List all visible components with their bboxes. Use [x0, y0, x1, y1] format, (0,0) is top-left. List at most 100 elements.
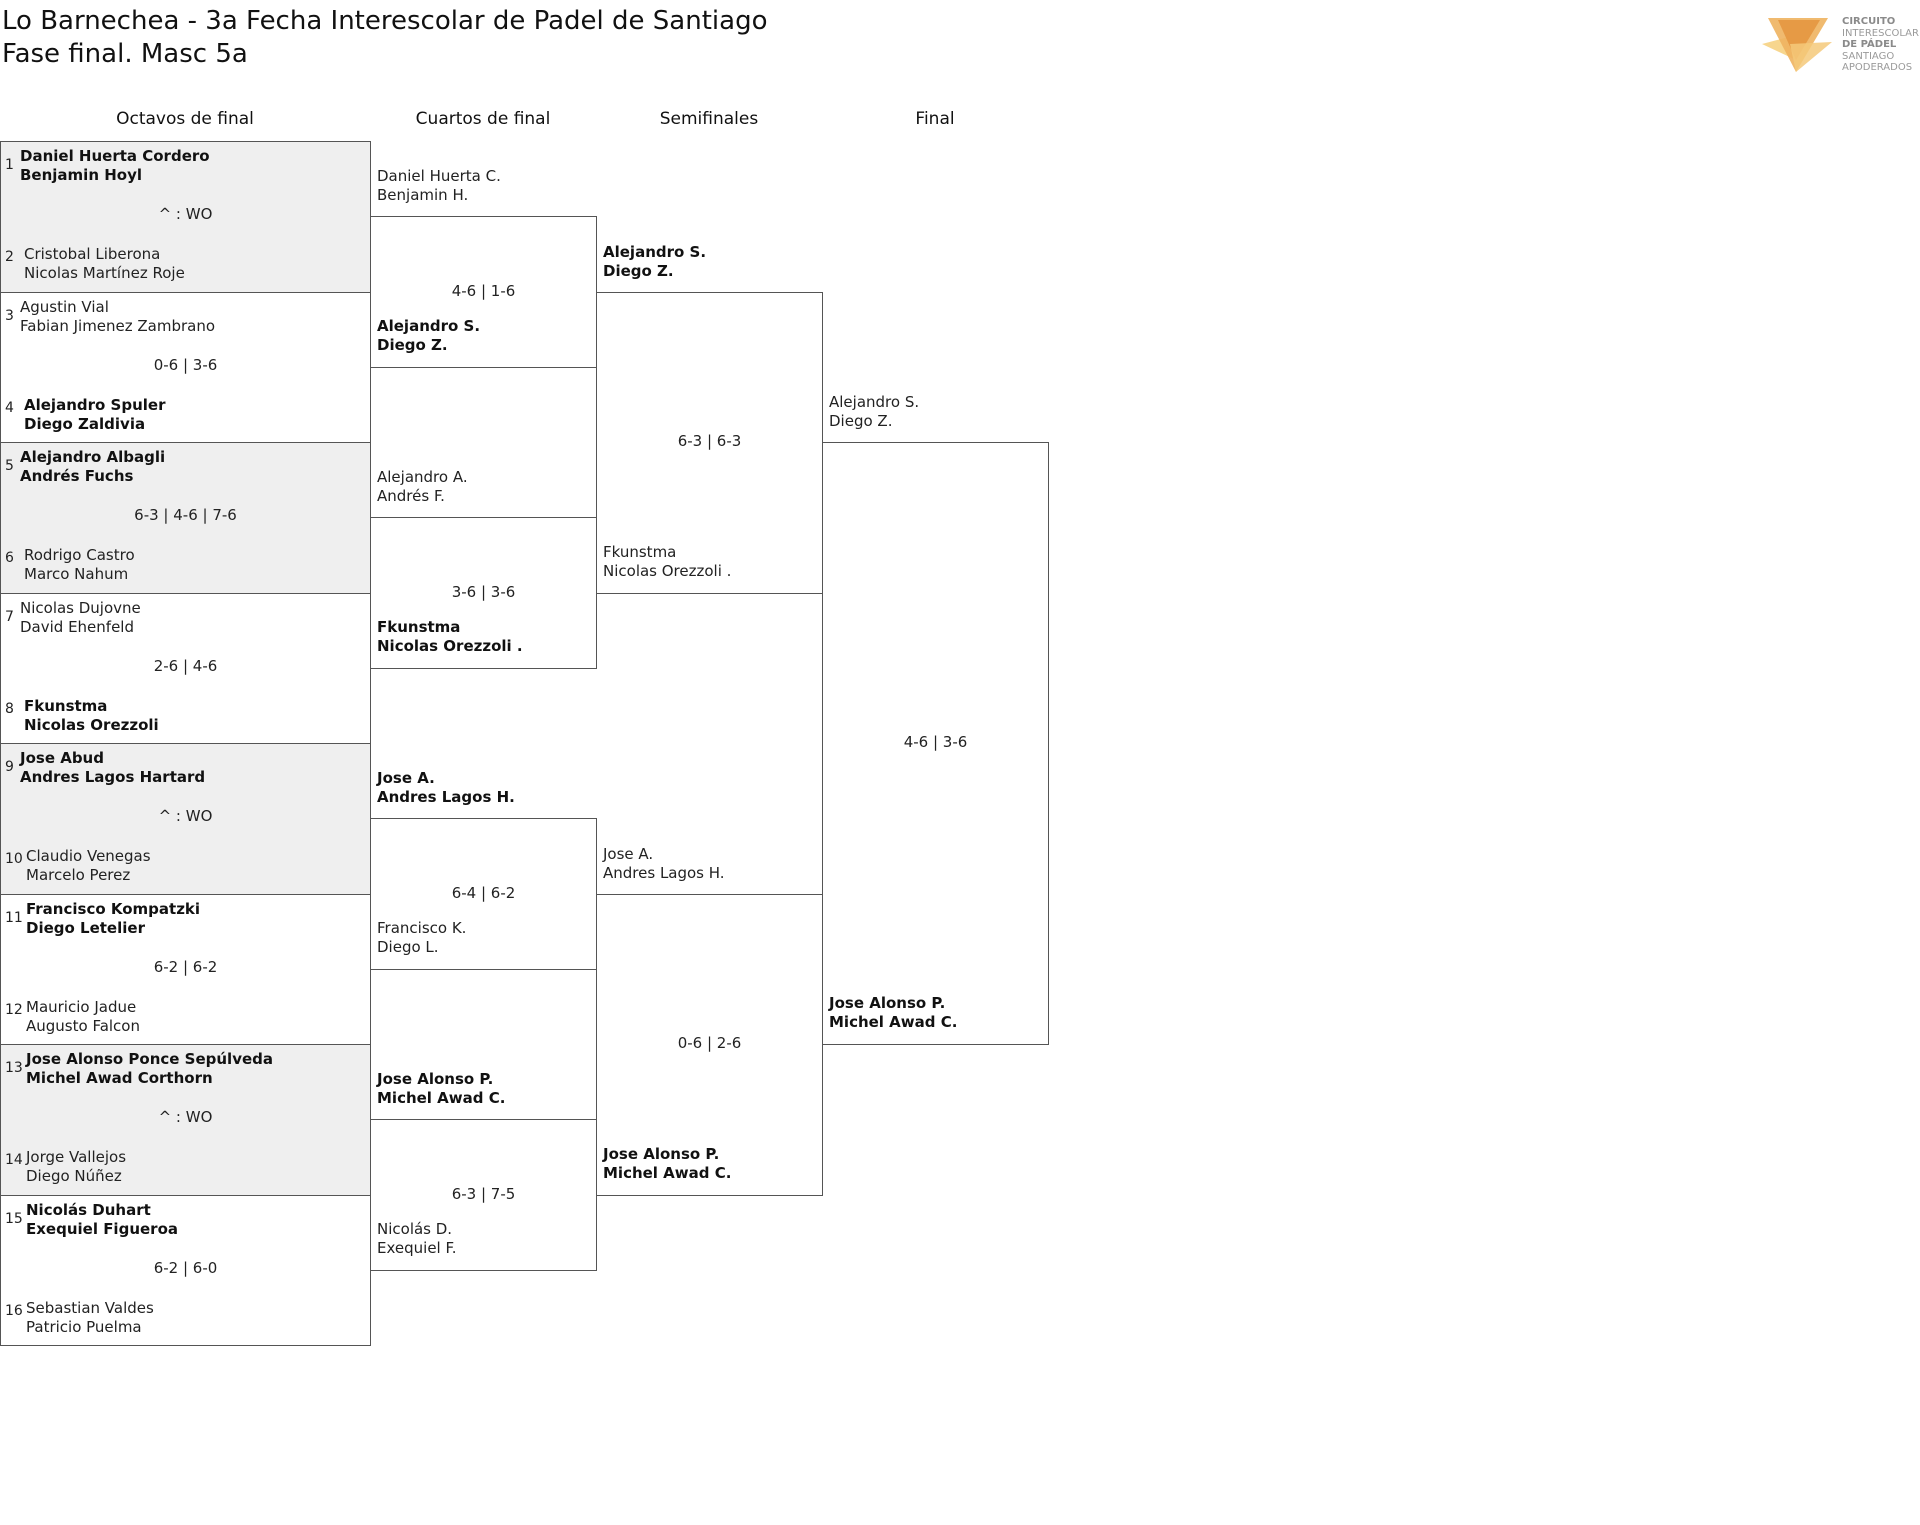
logo-text: CIRCUITO INTERESCOLAR DE PÁDEL SANTIAGO …	[1842, 16, 1919, 73]
r16-score: 6-2 | 6-0	[153, 1258, 218, 1277]
sf-score: 6-3 | 6-3	[677, 432, 742, 450]
player-1: Jose Abud	[20, 749, 104, 767]
final-team-bot: Jose Alonso P.Michel Awad C.	[829, 994, 957, 1032]
player-2: Andrés F.	[377, 487, 445, 506]
player-2: Marcelo Perez	[26, 866, 131, 884]
player-1: Jose Alonso P.	[603, 1144, 720, 1163]
r16-score: 6-3 | 4-6 | 7-6	[134, 506, 237, 524]
seed-number: 7	[5, 608, 14, 625]
player-2: Nicolas Martínez Roje	[24, 264, 185, 282]
seed-number: 6	[5, 550, 14, 566]
player-1: Alejandro S.	[377, 316, 481, 335]
r16-score: 0-6 | 3-6	[153, 355, 218, 374]
sf-team-bot: Jose Alonso P.Michel Awad C.	[603, 1145, 731, 1183]
fox-logo-icon	[1762, 18, 1832, 72]
player-1: Alejandro Spuler	[24, 395, 166, 414]
seed-number: 14	[5, 1152, 23, 1168]
player-2: Patricio Puelma	[26, 1317, 142, 1336]
r16-score: ^ : WO	[158, 807, 213, 825]
qf-score: 6-4 | 6-2	[451, 883, 516, 902]
player-1: Daniel Huerta Cordero	[20, 147, 210, 165]
player-1: Nicolás Duhart	[26, 1200, 151, 1219]
player-1: Fkunstma	[603, 542, 677, 561]
qf-team-bot: Francisco K.Diego L.	[377, 919, 466, 957]
r16-match-box	[0, 1044, 371, 1196]
player-1: Jose Alonso P.	[377, 1070, 494, 1089]
player-1: Fkunstma	[24, 696, 108, 715]
seed-number: 13	[5, 1060, 23, 1076]
seed-number: 5	[5, 458, 14, 474]
r16-match-box	[0, 743, 371, 895]
player-2: Fabian Jimenez Zambrano	[20, 316, 216, 335]
round-header-octavos: Octavos de final	[116, 109, 254, 129]
qf-team-top: Jose A.Andres Lagos H.	[377, 769, 515, 807]
player-1: Rodrigo Castro	[24, 546, 135, 564]
player-1: Fkunstma	[377, 617, 461, 636]
player-1: Claudio Venegas	[26, 847, 151, 865]
final-score: 4-6 | 3-6	[903, 733, 968, 751]
player-2: Diego Zaldivia	[24, 414, 146, 433]
page-subtitle: Fase final. Masc 5a	[2, 39, 248, 69]
qf-team-bot: Nicolás D.Exequiel F.	[377, 1220, 456, 1258]
player-1: Jose A.	[603, 844, 654, 863]
player-2: Diego L.	[377, 937, 439, 956]
player-2: Diego Letelier	[26, 918, 145, 937]
player-2: Diego Núñez	[26, 1167, 122, 1185]
seed-number: 9	[5, 759, 14, 775]
final-match-box	[822, 442, 1049, 1045]
sf-team-top: Alejandro S.Diego Z.	[603, 243, 706, 281]
seed-number: 8	[5, 700, 14, 717]
round-header-semis: Semifinales	[659, 109, 759, 129]
qf-team-top: Daniel Huerta C.Benjamin H.	[377, 167, 501, 205]
seed-number: 4	[5, 399, 14, 416]
seed-number: 1	[5, 157, 14, 173]
round-header-final: Final	[915, 109, 955, 129]
r16-score: ^ : WO	[158, 205, 213, 223]
player-2: Michel Awad C.	[603, 1163, 732, 1182]
sf-team-top: Jose A.Andres Lagos H.	[603, 845, 725, 883]
seed-number: 16	[5, 1302, 23, 1319]
player-1: Cristobal Liberona	[24, 245, 161, 263]
round-header-cuartos: Cuartos de final	[415, 109, 551, 129]
qf-team-top: Jose Alonso P.Michel Awad C.	[377, 1070, 505, 1108]
player-2: Nicolas Orezzoli .	[603, 561, 732, 580]
r16-score: ^ : WO	[158, 1108, 213, 1126]
seed-number: 10	[5, 851, 23, 867]
player-1: Daniel Huerta C.	[377, 167, 501, 186]
qf-team-bot: Alejandro S.Diego Z.	[377, 317, 480, 355]
player-2: Diego Z.	[829, 412, 893, 430]
player-1: Alejandro S.	[829, 393, 920, 411]
player-1: Nicolás D.	[377, 1219, 453, 1238]
player-2: Michel Awad Corthorn	[26, 1069, 213, 1087]
player-1: Jose Alonso Ponce Sepúlveda	[26, 1050, 274, 1068]
sf-score: 0-6 | 2-6	[677, 1034, 742, 1052]
player-1: Alejandro A.	[377, 468, 468, 487]
seed-number: 3	[5, 307, 14, 324]
seed-number: 11	[5, 909, 23, 926]
player-1: Jose Alonso P.	[829, 994, 946, 1012]
player-1: Alejandro Albagli	[20, 448, 166, 466]
player-2: Benjamin H.	[377, 186, 469, 205]
page-title: Lo Barnechea - 3a Fecha Interescolar de …	[2, 6, 768, 36]
player-1: Agustin Vial	[20, 297, 109, 316]
qf-score: 6-3 | 7-5	[451, 1184, 516, 1203]
player-2: Augusto Falcon	[26, 1016, 140, 1035]
circuit-logo: CIRCUITO INTERESCOLAR DE PÁDEL SANTIAGO …	[1760, 14, 1920, 76]
final-team-top: Alejandro S.Diego Z.	[829, 393, 919, 431]
player-2: Marco Nahum	[24, 565, 129, 583]
player-2: Michel Awad C.	[377, 1089, 506, 1108]
player-1: Francisco Kompatzki	[26, 899, 201, 918]
r16-score: 6-2 | 6-2	[153, 957, 218, 976]
